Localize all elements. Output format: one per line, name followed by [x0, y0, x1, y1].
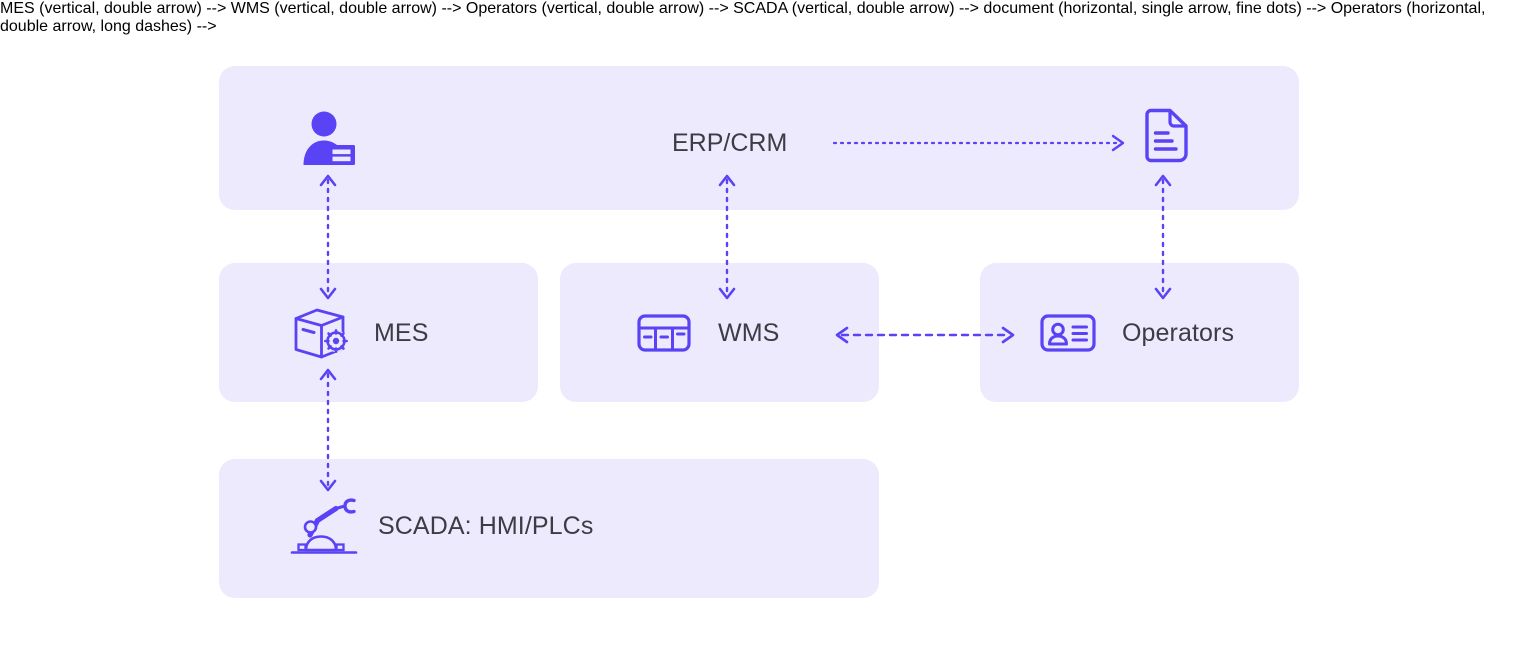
node-wms[interactable]: WMS: [636, 305, 779, 361]
erp-crm-panel[interactable]: [219, 66, 1299, 210]
wms-panel[interactable]: [560, 263, 879, 402]
document-icon: [1138, 108, 1194, 166]
mes-label: MES: [374, 318, 429, 347]
node-document[interactable]: [1138, 108, 1194, 166]
node-mes[interactable]: MES: [292, 305, 428, 361]
connector-person-mes: [313, 172, 343, 302]
operators-label: Operators: [1122, 318, 1235, 347]
erp-crm-label: ERP/CRM: [672, 129, 788, 157]
node-person[interactable]: [300, 110, 356, 166]
node-scada[interactable]: SCADA: HMI/PLCs: [290, 498, 594, 554]
operators-panel[interactable]: [980, 263, 1299, 402]
connector-erp-wms: [712, 172, 742, 302]
box-gear-icon: [292, 305, 348, 361]
connector-mes-scada: [313, 366, 343, 494]
scada-label: SCADA: HMI/PLCs: [378, 511, 594, 540]
wms-label: WMS: [718, 318, 780, 347]
robot-arm-icon: [290, 498, 358, 554]
id-badge-icon: [1040, 305, 1096, 361]
warehouse-rack-icon: [636, 305, 692, 361]
connector-wms-operators: [832, 320, 1018, 350]
connector-document-operators: [1148, 172, 1178, 302]
node-operators[interactable]: Operators: [1040, 305, 1234, 361]
connector-erp-document: [832, 128, 1128, 158]
mes-panel[interactable]: [219, 263, 538, 402]
person-card-icon: [300, 110, 356, 166]
